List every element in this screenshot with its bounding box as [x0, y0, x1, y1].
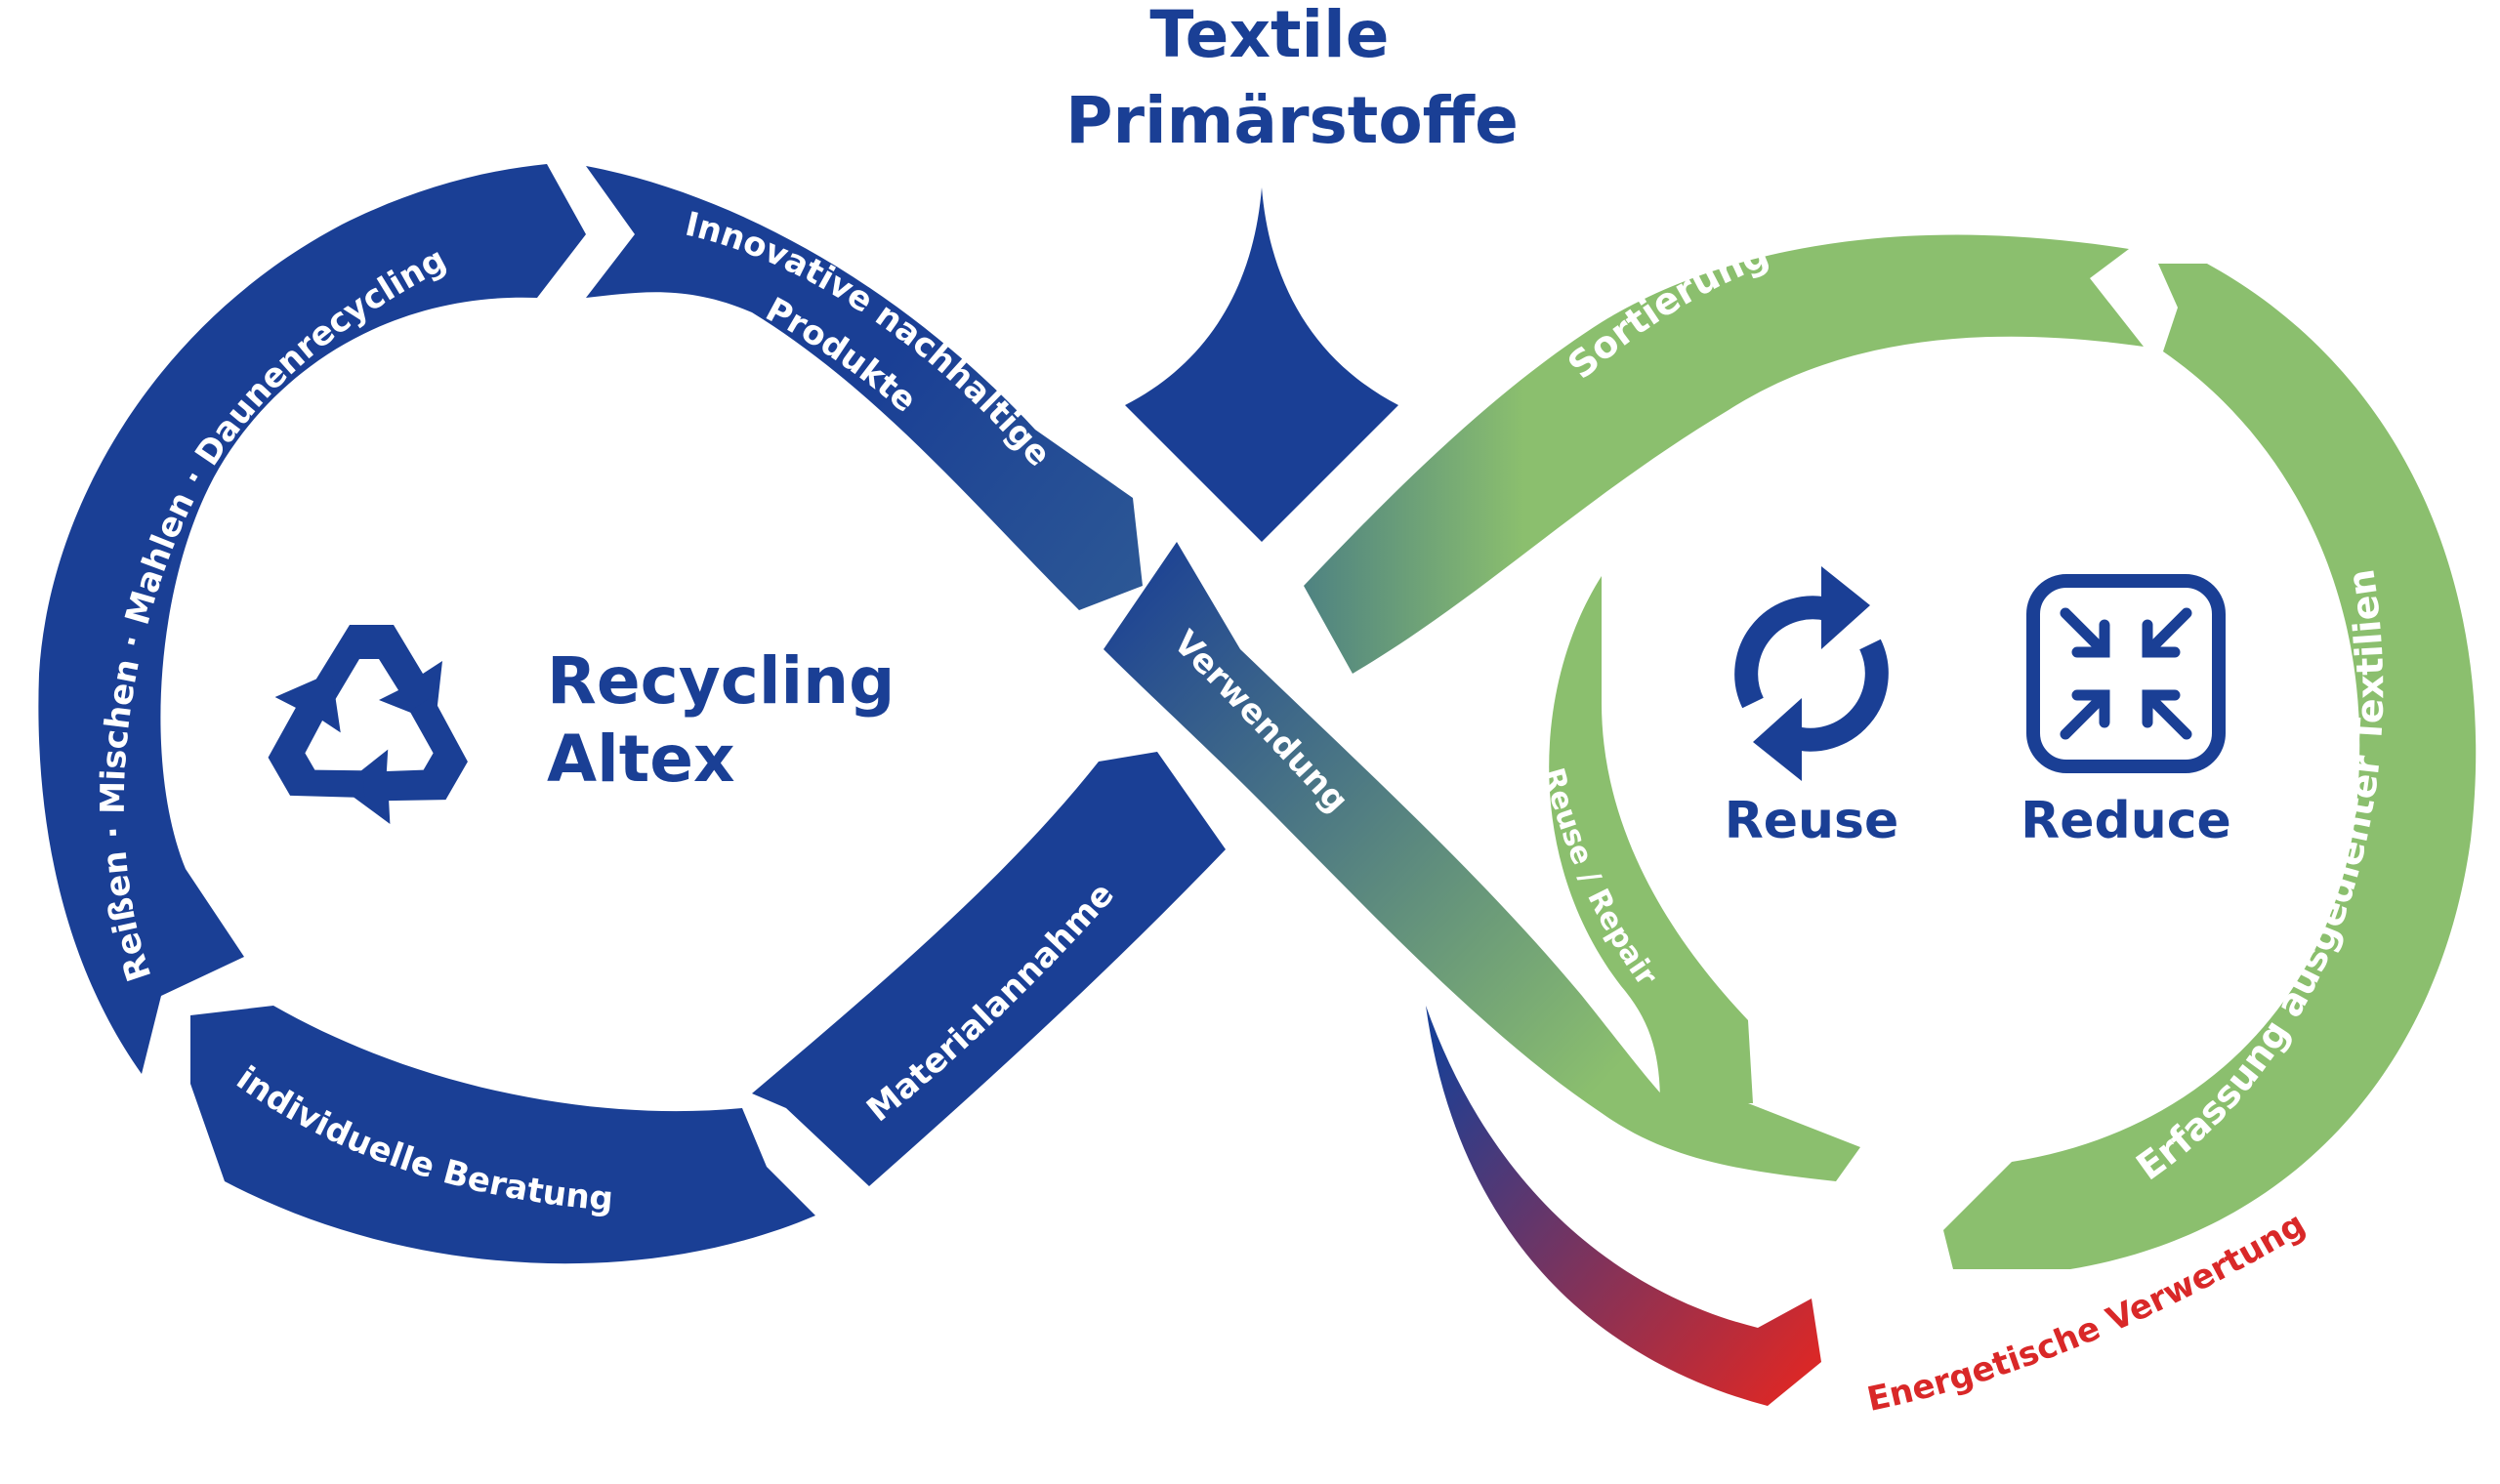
intake-segment	[752, 752, 1226, 1186]
crossing-segment	[1104, 542, 1860, 1181]
energy-recovery-segment	[1426, 1006, 1821, 1406]
consulting-segment	[190, 1006, 815, 1264]
primary-material-input-shape	[1125, 187, 1398, 542]
center-title-line-2: Altex	[547, 721, 735, 797]
recycle-icon	[268, 625, 468, 824]
return-segment	[1304, 234, 2144, 674]
collection-segment	[1943, 264, 2477, 1269]
reuse-caption: Reuse	[1725, 792, 1899, 850]
compress-arrows-icon	[2026, 574, 2226, 773]
center-title-line-1: Recycling	[547, 643, 895, 719]
process-segment	[38, 164, 586, 1074]
reduce-caption: Reduce	[2021, 792, 2231, 850]
products-segment	[586, 166, 1143, 610]
title-line-2: Primärstoffe	[1065, 83, 1519, 158]
reuse-repair-segment	[1549, 576, 1753, 1103]
title-line-1: Textile	[1149, 0, 1389, 72]
sync-arrows-icon	[1734, 566, 1889, 781]
